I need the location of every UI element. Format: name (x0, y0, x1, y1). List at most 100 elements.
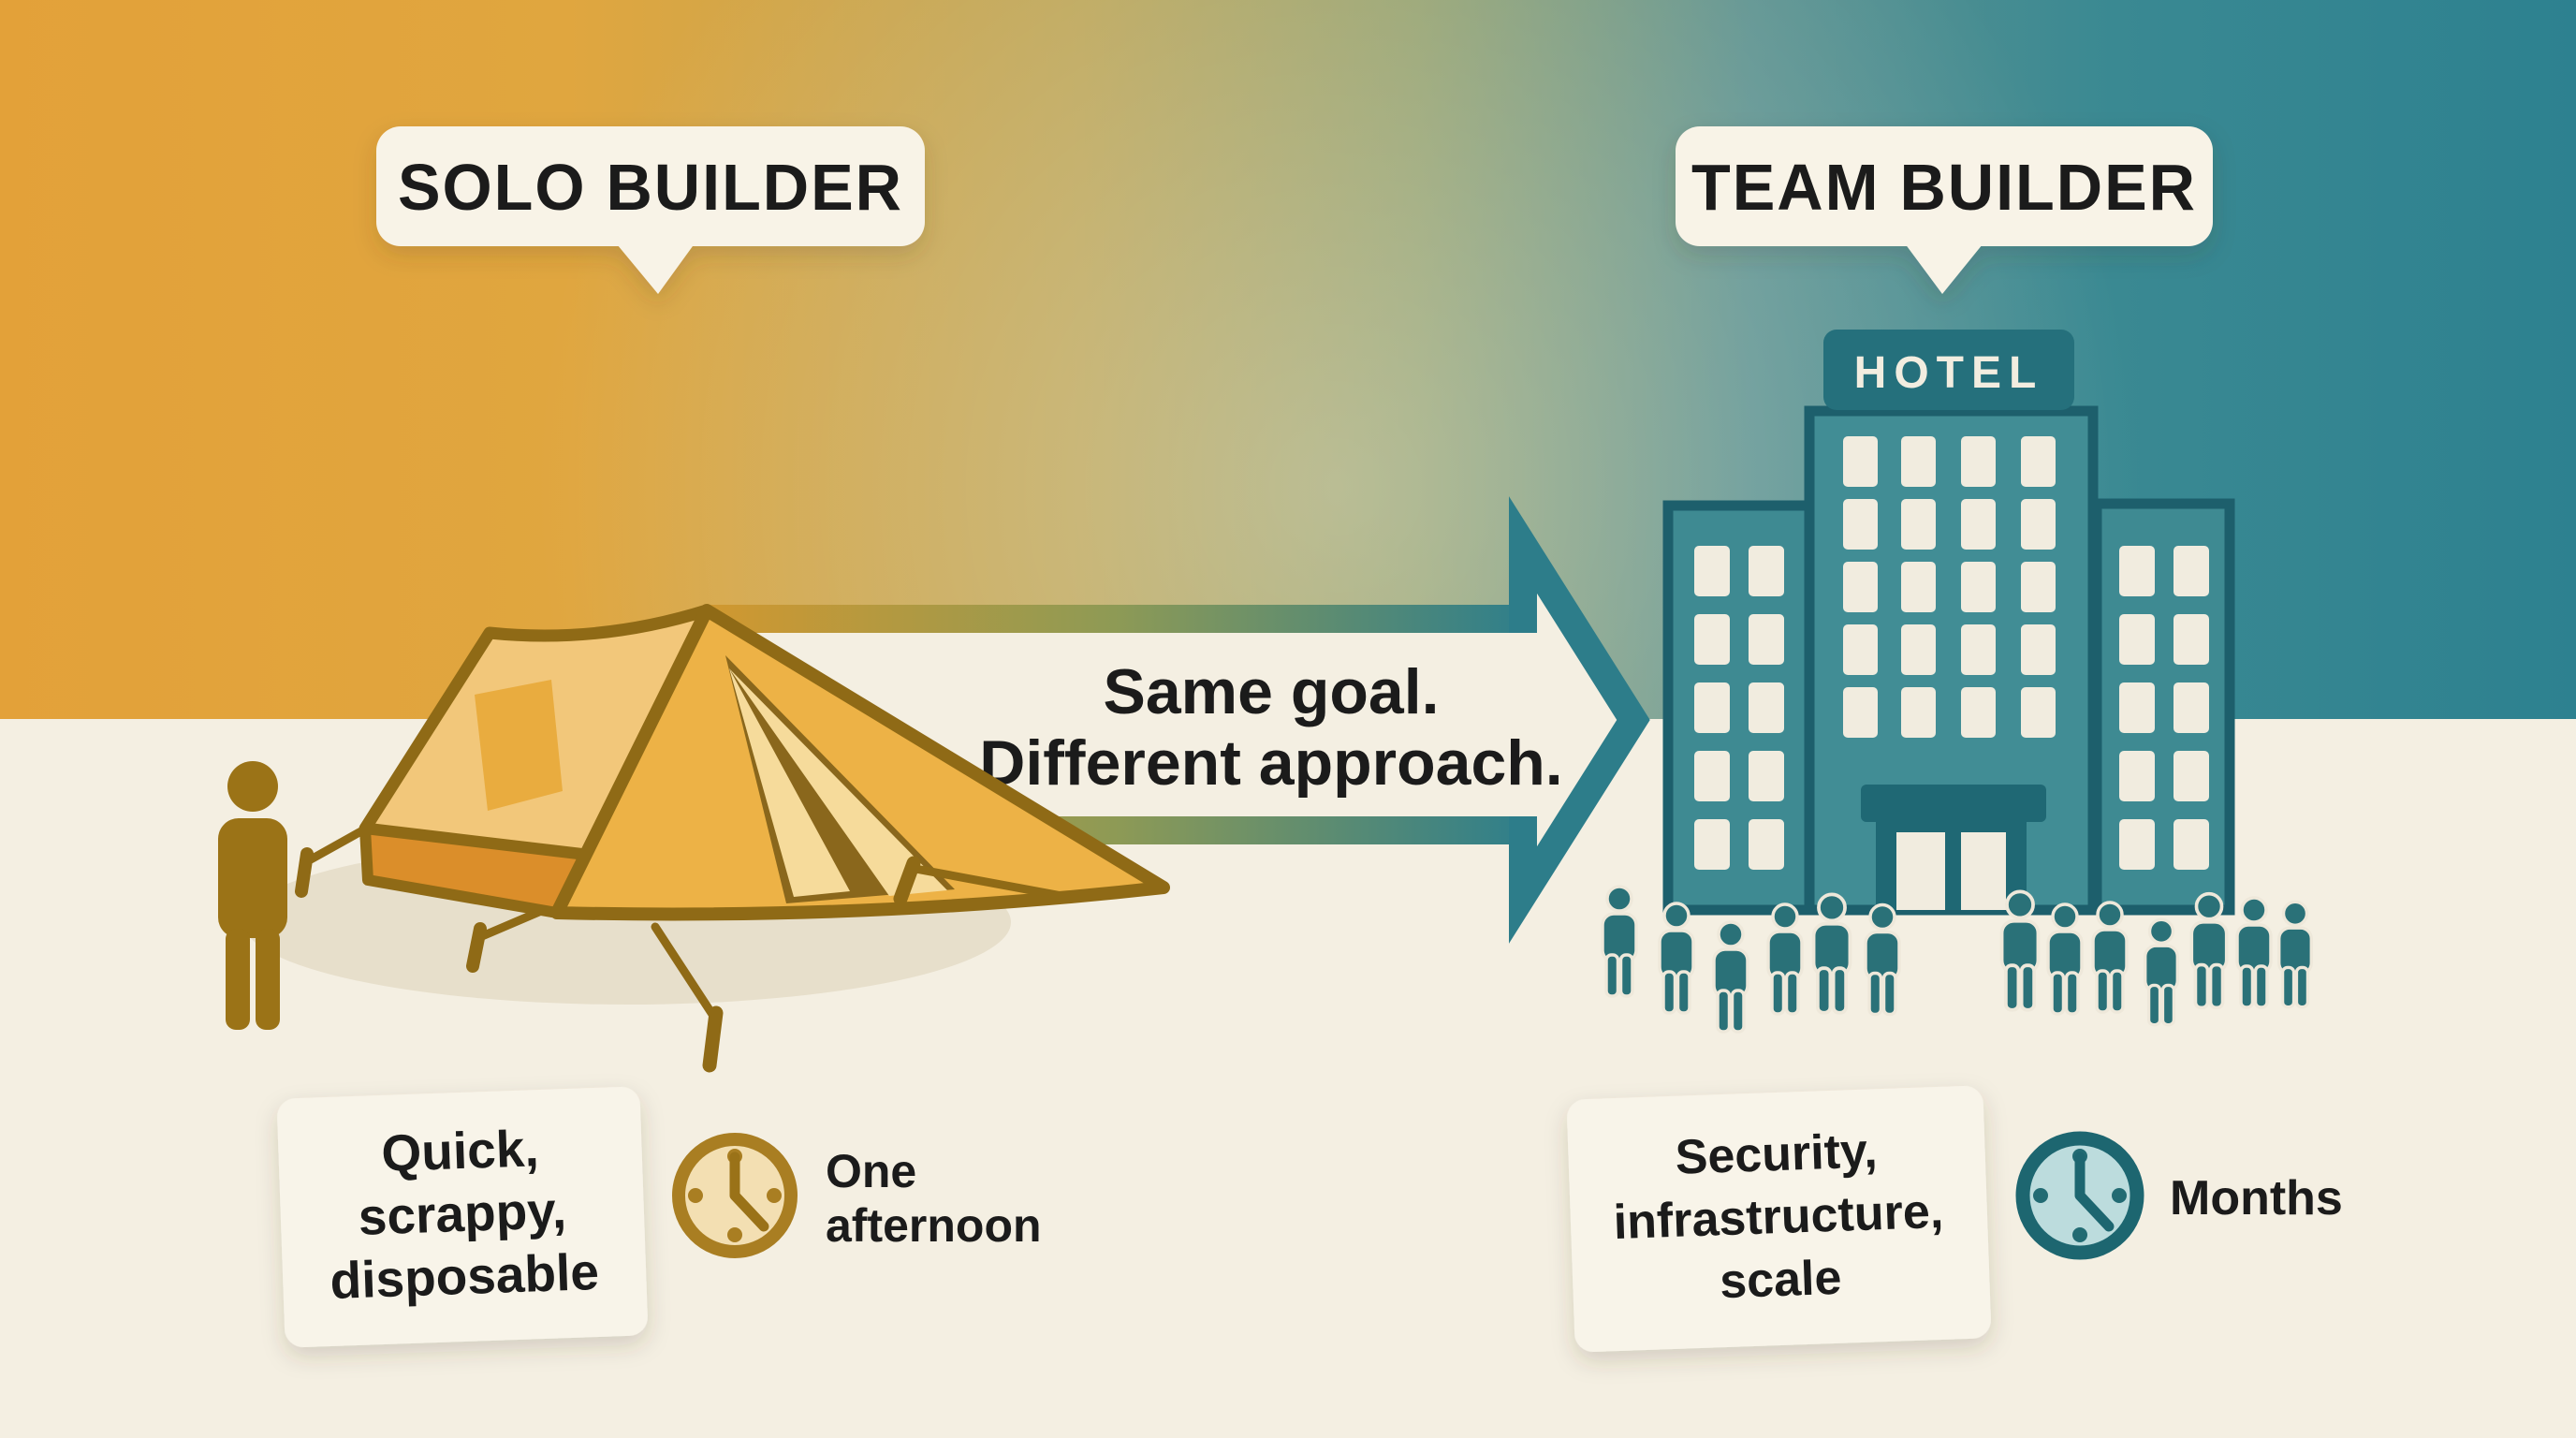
hotel-window (2021, 562, 2056, 612)
clock-hands (729, 1152, 769, 1232)
hotel-sign (1823, 330, 2074, 410)
solo-traits-card: Quick, scrappy, disposable (277, 1086, 648, 1348)
hotel-window (1961, 687, 1996, 738)
hotel-window (1961, 436, 1996, 487)
hotel-entrance (1861, 785, 2046, 910)
hotel-window (1843, 562, 1878, 612)
hotel-window (2119, 546, 2155, 596)
tent-scene (218, 604, 1170, 1073)
hotel-window (1901, 687, 1936, 738)
solo-trait-line: Quick, (380, 1119, 539, 1182)
hotel-window (1694, 819, 1730, 870)
tent-curtain-right (729, 668, 947, 896)
hotel-window (2119, 614, 2155, 665)
hotel-window (1843, 499, 1878, 550)
hotel-window (2174, 819, 2209, 870)
entrance-lintel (1876, 819, 2027, 832)
hotel-window (2174, 682, 2209, 733)
hotel-window (1749, 682, 1784, 733)
person-icon (1712, 920, 1749, 1034)
hotel-window (1694, 751, 1730, 801)
clock-icon (672, 1133, 798, 1258)
hotel-window (1694, 682, 1730, 733)
hotel-window (2021, 687, 2056, 738)
person-icon (2191, 894, 2226, 1008)
hotel-window (1749, 546, 1784, 596)
person-icon (2279, 902, 2312, 1006)
entrance-post (1876, 819, 1896, 910)
team-trait-line: Security, (1675, 1123, 1879, 1184)
team-builder-label: TEAM BUILDER (1691, 151, 2197, 224)
person-icon (2093, 902, 2127, 1012)
person-icon (1814, 894, 1851, 1012)
tent-icon (359, 604, 1170, 921)
hotel-icon: HOTEL (1662, 330, 2235, 916)
person-icon (2143, 917, 2180, 1027)
tent-front-face (550, 604, 1170, 921)
hotel-scene: HOTEL (1603, 330, 2312, 1034)
hotel-window (1749, 614, 1784, 665)
hotel-window (2021, 436, 2056, 487)
arrow-top-stripe (704, 605, 1523, 633)
bubble-box (1676, 126, 2213, 246)
hotel-window (1901, 436, 1936, 487)
hotel-window (1901, 499, 1936, 550)
tent-front-stakes (651, 856, 1072, 1073)
hotel-right-wing (2091, 498, 2235, 916)
tent-window (475, 680, 563, 811)
solo-trait-line: disposable (329, 1242, 600, 1310)
hotel-window (1694, 614, 1730, 665)
person-icon (2237, 898, 2271, 1007)
hotel-left-wing (1662, 500, 1815, 916)
person-icon (1768, 904, 1802, 1014)
tent-curtain-left (729, 668, 850, 897)
hotel-window (2119, 819, 2155, 870)
team-time-label: Months (2170, 1171, 2343, 1225)
hotel-window (2021, 499, 2056, 550)
team-time: Months (2015, 1131, 2343, 1260)
center-message-line1: Same goal. (1103, 656, 1439, 727)
hotel-window (1749, 819, 1784, 870)
hotel-window (2021, 624, 2056, 675)
bubble-tail (1902, 240, 1986, 294)
entrance-post (1945, 819, 1961, 910)
person-icon (1603, 887, 1636, 996)
clock-hands (2074, 1152, 2115, 1232)
team-trait-line: infrastructure, (1613, 1184, 1944, 1250)
solo-time: One afternoon (672, 1133, 1042, 1258)
center-message-line2: Different approach. (979, 727, 1562, 799)
hotel-window (2119, 751, 2155, 801)
card-box (277, 1086, 648, 1348)
person-icon (2002, 891, 2039, 1009)
clock-icon (2015, 1131, 2144, 1260)
card-box (1567, 1085, 1991, 1352)
bubble-box (376, 126, 925, 246)
hotel-window (2119, 682, 2155, 733)
person-icon (2048, 904, 2082, 1014)
hotel-window (1901, 624, 1936, 675)
solo-builder-bubble: SOLO BUILDER (376, 126, 925, 294)
hotel-window (1843, 624, 1878, 675)
hotel-window (1843, 436, 1878, 487)
hotel-window (1749, 751, 1784, 801)
solo-time-label: afternoon (826, 1199, 1042, 1252)
hotel-window (1961, 562, 1996, 612)
solo-builder-label: SOLO BUILDER (398, 151, 903, 224)
hotel-sign-label: HOTEL (1854, 348, 2044, 398)
hotel-window (2174, 614, 2209, 665)
team-builder-bubble: TEAM BUILDER (1676, 126, 2213, 294)
person-icon (1866, 905, 1899, 1015)
hotel-window (1961, 499, 1996, 550)
entrance-awning (1861, 785, 2046, 822)
hotel-window (2174, 546, 2209, 596)
solo-trait-line: scrappy, (358, 1181, 567, 1246)
hotel-window (1843, 687, 1878, 738)
solo-person-icon (218, 761, 287, 1030)
bubble-tail (613, 240, 697, 294)
hotel-window (1694, 546, 1730, 596)
solo-time-label: One (826, 1145, 916, 1197)
hotel-window (1961, 624, 1996, 675)
team-traits-card: Security, infrastructure, scale (1567, 1085, 1991, 1352)
